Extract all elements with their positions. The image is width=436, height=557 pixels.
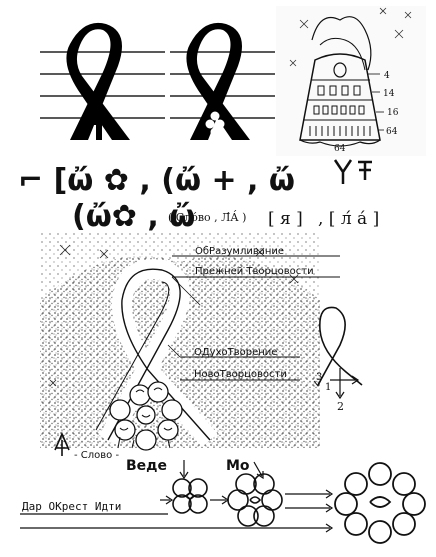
label-novotvortsovosti: НовоТворцовости bbox=[194, 369, 287, 380]
label-obrazumlivanie: ОбРазумливание bbox=[195, 246, 284, 257]
label-odukhotvorenie: ОДухоТворение bbox=[194, 347, 277, 358]
ribbon-glyph-left bbox=[40, 22, 165, 140]
la-bracket: , [ л́ а́ ] bbox=[318, 209, 379, 229]
clover-2 bbox=[227, 473, 283, 527]
diagram-number-2: 2 bbox=[337, 400, 344, 413]
slovo-la-label: ( Сло́во , Л́А́ ) bbox=[168, 210, 246, 224]
tree-number-1: 4 bbox=[384, 71, 390, 81]
glyph-row-1: ⌐ [ὤ ✿ , (ὤ + , ὤ bbox=[18, 163, 295, 198]
central-ribbon-illustration: - Слово - bbox=[40, 232, 320, 461]
tree-number-4: 64 bbox=[386, 127, 398, 137]
clover-1 bbox=[172, 478, 208, 514]
tree-number-5: 64 bbox=[334, 144, 346, 154]
glyph-rows: ⌐ [ὤ ✿ , (ὤ + , ὤ (ὤ✿ , ὤ ( Сло́во , Л́А… bbox=[18, 163, 379, 234]
tree-tower: 4 14 16 64 64 bbox=[276, 6, 426, 184]
tree-number-2: 14 bbox=[383, 89, 395, 99]
tree-number-3: 16 bbox=[387, 108, 399, 118]
label-group-1: ОбРазумливание Прежней Творцовости bbox=[171, 246, 340, 306]
ya-bracket: [ я ] bbox=[268, 209, 303, 229]
bottom-flow: Веде Мо bbox=[20, 458, 426, 544]
flow-arrows bbox=[20, 489, 334, 533]
glyph-row-2: (ὤ✿ , ὤ bbox=[72, 199, 195, 234]
label-prezhnei-tvortsovosti: Прежней Творцовости bbox=[195, 266, 314, 277]
slovo-bottom-label: - Слово - bbox=[74, 450, 119, 461]
label-group-2: ОДухоТворение НовоТворцовости bbox=[167, 344, 300, 381]
ribbon-glyph-middle bbox=[170, 22, 275, 140]
mo-label: Мо bbox=[226, 458, 250, 474]
ribbon-line-diagram: 1 2 3 bbox=[313, 306, 363, 413]
vede-label: Веде bbox=[126, 458, 167, 474]
dar-okrest-idti-label: Дар ОКрест Идти bbox=[22, 500, 121, 513]
diagram-number-1: 1 bbox=[325, 382, 331, 393]
clover-3 bbox=[334, 462, 426, 544]
diagram-number-3: 3 bbox=[316, 372, 322, 383]
